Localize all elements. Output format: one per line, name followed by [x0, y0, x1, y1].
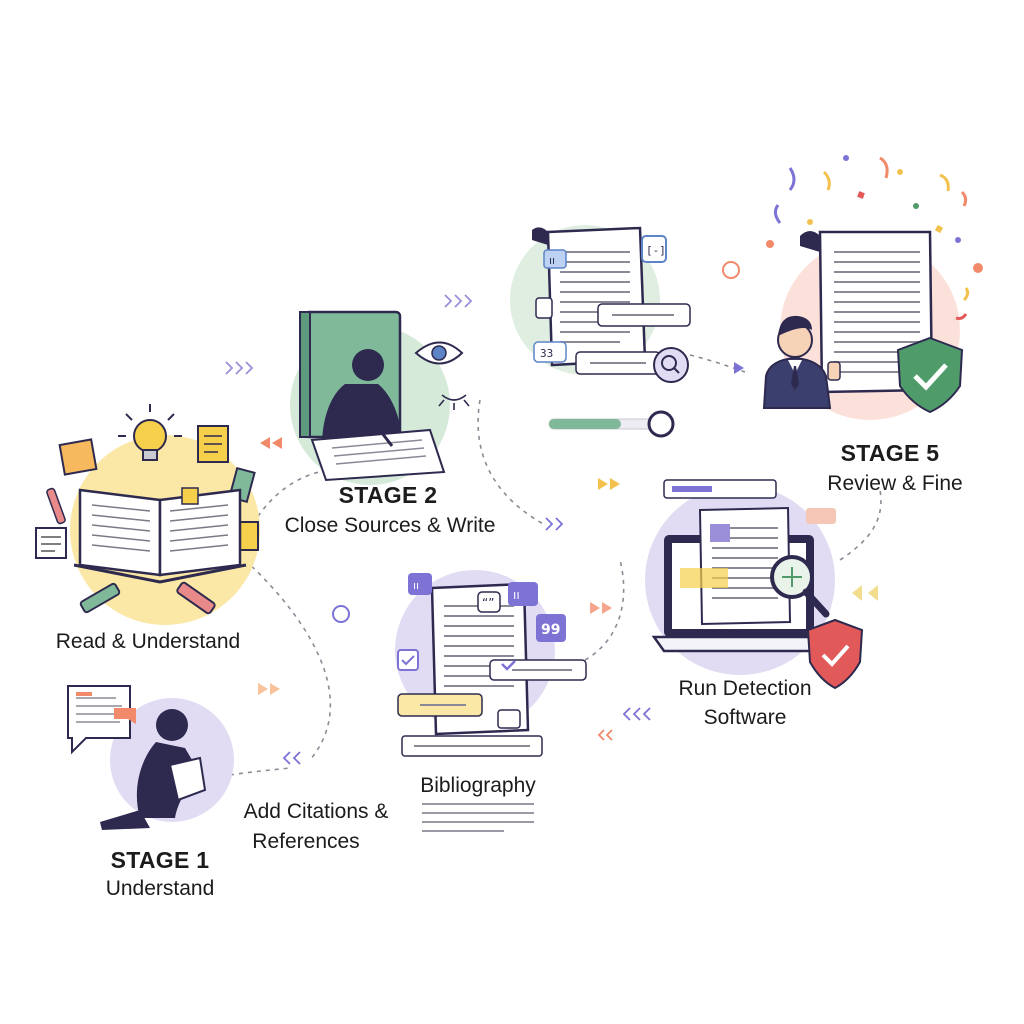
stage2-subtitle: Close Sources & Write: [284, 514, 496, 537]
svg-text:33: 33: [540, 347, 553, 360]
speech-bubble-icon: 99: [536, 614, 566, 642]
stage1-title: STAGE 1: [110, 847, 210, 873]
run-detection-label-line2: Software: [703, 706, 787, 729]
svg-text:99: 99: [541, 622, 560, 638]
svg-text:[-]: [-]: [646, 244, 666, 257]
writing-person-icon: [322, 349, 402, 445]
stage1-illustration: [67, 685, 234, 830]
path-doc-to-stage5: [689, 354, 746, 373]
magnifier-icon: [770, 555, 830, 618]
arrow-chevrons-icon: [225, 294, 651, 765]
detection-illustration: [645, 479, 864, 690]
add-citations-label-line1: Add Citations &: [243, 800, 389, 823]
stage2-illustration: [290, 310, 470, 485]
reading-person-icon: [100, 709, 207, 830]
ring-decoration: [332, 605, 350, 623]
path-stage1-link: [229, 767, 291, 776]
svg-text:“”: “”: [482, 596, 494, 610]
read-understand-label: Read & Understand: [55, 630, 241, 653]
path-detect-to-stage5: [839, 489, 882, 561]
paper-sheet: [310, 428, 446, 482]
document-icon: [532, 226, 647, 367]
run-detection-label-line1: Run Detection: [678, 677, 812, 700]
stage5-subtitle: Review & Fine: [827, 472, 963, 495]
connector-paths: [229, 354, 882, 776]
stage1-subtitle: Understand: [105, 877, 215, 900]
speech-bubble-icon: [-]: [641, 235, 667, 263]
path-stage2-to-bib: [477, 399, 546, 526]
stage5-title: STAGE 5: [840, 440, 940, 466]
bibliography-text-lines: [422, 803, 534, 832]
svg-text:ıı: ıı: [513, 588, 520, 602]
shield-check-icon: [806, 618, 864, 690]
lightbulb-icon: [118, 404, 182, 461]
confetti-icon: [766, 155, 983, 320]
progress-slider: [548, 410, 675, 438]
magnifier-icon: [653, 347, 689, 383]
stage5-illustration: [762, 155, 983, 420]
speech-bubble-icon: [67, 685, 136, 755]
read-understand-illustration: [35, 404, 260, 625]
add-citations-label-line2: References: [252, 830, 360, 853]
svg-text:ıı: ıı: [549, 254, 555, 267]
bibliography-illustration: ıı “” ıı 99: [395, 570, 587, 757]
ring-decoration: [722, 261, 740, 279]
eye-icon: [414, 341, 470, 410]
citation-document-illustration: ıı [-] 33: [510, 225, 691, 438]
arrow-triangles-icon: [258, 362, 878, 695]
svg-text:ıı: ıı: [413, 579, 419, 592]
businessman-icon: [762, 315, 841, 409]
stage2-title: STAGE 2: [338, 482, 438, 508]
path-bib-to-detect: [584, 559, 625, 661]
highlighter-icon: [46, 487, 216, 615]
bibliography-label: Bibliography: [420, 774, 536, 797]
path-read-to-citations: [244, 559, 332, 761]
open-book-icon: [73, 487, 247, 584]
shield-check-icon: [896, 336, 964, 414]
